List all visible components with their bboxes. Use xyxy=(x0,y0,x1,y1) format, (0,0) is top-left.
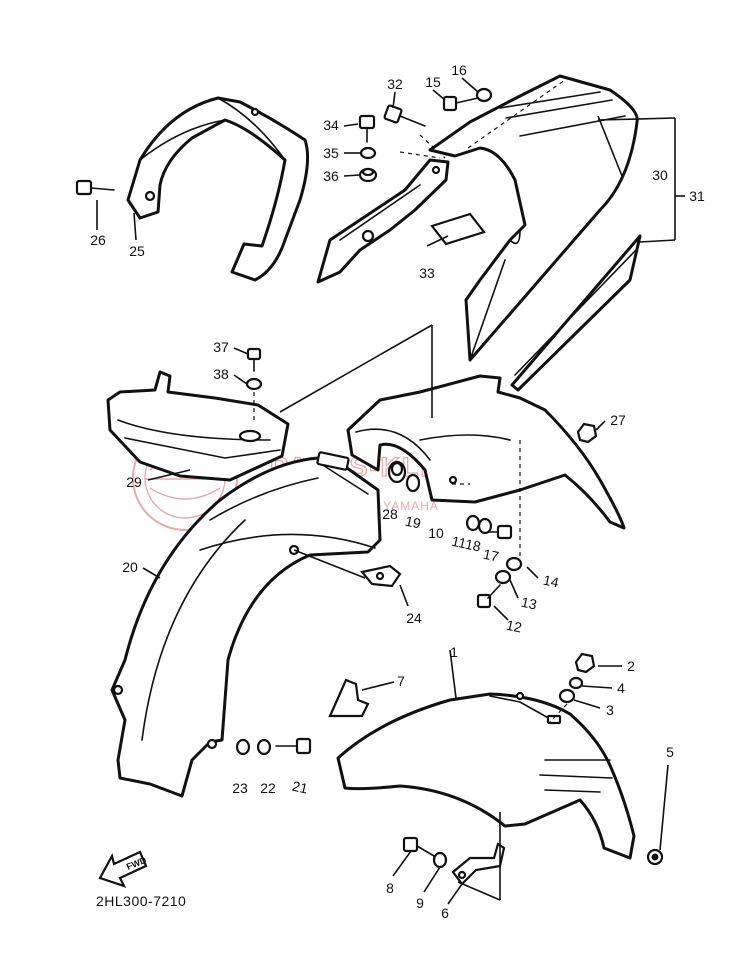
callout-10: 10 xyxy=(428,525,444,541)
forward-arrow-icon: FWD xyxy=(98,850,148,888)
part-27-nut xyxy=(576,422,598,444)
leader-lines xyxy=(96,77,685,905)
part-20-rear-fender xyxy=(110,451,382,798)
part-4-washer xyxy=(568,676,584,690)
part-12-bolt xyxy=(476,584,501,609)
callout-labels: 1 2 3 4 5 6 7 8 9 10 11 12 13 14 15 16 1… xyxy=(90,62,705,921)
callout-14: 14 xyxy=(542,572,561,591)
callout-23: 23 xyxy=(232,780,248,796)
callout-38: 38 xyxy=(213,366,229,382)
part-3-washer xyxy=(558,688,576,704)
part-16-nut xyxy=(475,87,493,103)
part-13-washer xyxy=(494,569,512,585)
callout-24: 24 xyxy=(406,610,422,626)
callout-33: 33 xyxy=(419,265,435,281)
part-37-screw xyxy=(246,347,262,372)
part-25-grab-rail xyxy=(126,96,310,282)
part-10-center-fender xyxy=(346,374,626,530)
callout-1: 1 xyxy=(450,644,458,660)
callout-28: 28 xyxy=(382,506,398,522)
callout-29: 29 xyxy=(126,474,142,490)
callout-15: 15 xyxy=(425,74,441,90)
part-seat-bracket xyxy=(316,158,450,284)
callout-2: 2 xyxy=(627,658,635,674)
callout-30: 30 xyxy=(652,167,668,183)
part-26-bolt xyxy=(75,179,115,196)
part-34-bolt xyxy=(358,114,376,143)
drawing-code: 2HL300-7210 xyxy=(96,893,187,909)
callout-27: 27 xyxy=(610,412,626,428)
callout-37: 37 xyxy=(213,339,229,355)
part-32-bolt xyxy=(383,104,426,127)
callout-16: 16 xyxy=(451,62,467,78)
part-17-bolt xyxy=(487,524,513,540)
callout-7: 7 xyxy=(397,673,405,689)
callout-6: 6 xyxy=(441,905,449,921)
part-36-collar xyxy=(358,167,378,183)
part-14-washer xyxy=(505,556,523,572)
callout-32: 32 xyxy=(387,76,403,92)
part-38-washer xyxy=(245,377,263,391)
part-31-side-stripe xyxy=(510,234,642,392)
callout-20: 20 xyxy=(122,559,138,575)
part-9-washer xyxy=(432,851,448,869)
part-7-bracket xyxy=(328,678,370,718)
callout-36: 36 xyxy=(323,168,339,184)
callout-26: 26 xyxy=(90,232,106,248)
part-23-washer xyxy=(235,738,251,756)
part-28-collar xyxy=(387,460,407,484)
callout-31: 31 xyxy=(689,188,705,204)
callout-19: 19 xyxy=(404,513,423,532)
part-29-tray xyxy=(106,370,290,482)
part-33-pad xyxy=(430,212,486,246)
callout-25: 25 xyxy=(129,243,145,259)
callout-11: 11 xyxy=(450,533,468,552)
part-24-bracket xyxy=(359,564,402,588)
part-11-washer xyxy=(465,514,481,532)
part-15-bolt xyxy=(442,95,479,112)
callout-35: 35 xyxy=(323,145,339,161)
callout-5: 5 xyxy=(666,744,674,760)
part-1-front-fender xyxy=(336,691,636,860)
callout-18: 18 xyxy=(464,536,483,555)
part-22-washer xyxy=(256,738,272,756)
callout-17: 17 xyxy=(482,546,501,565)
callout-22: 22 xyxy=(260,780,276,796)
callout-21: 21 xyxy=(291,778,310,797)
callout-12: 12 xyxy=(505,617,524,636)
part-2-nut xyxy=(574,652,596,674)
part-19-washer xyxy=(405,473,421,493)
part-35-washer xyxy=(359,146,377,160)
part-21-bolt xyxy=(275,737,312,755)
part-5-grommet xyxy=(646,848,664,866)
callout-13: 13 xyxy=(520,594,539,613)
callout-9: 9 xyxy=(416,895,424,911)
callout-4: 4 xyxy=(617,680,625,696)
part-18-washer xyxy=(477,517,493,535)
callout-8: 8 xyxy=(386,880,394,896)
part-6-bracket xyxy=(451,842,506,886)
callout-3: 3 xyxy=(606,702,614,718)
callout-34: 34 xyxy=(323,117,339,133)
